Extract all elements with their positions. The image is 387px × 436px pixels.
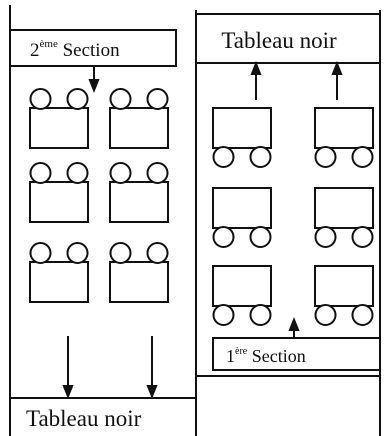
chair	[351, 304, 374, 326]
room-outline	[9, 5, 381, 436]
chair	[314, 226, 337, 248]
board-bottom-frame	[9, 397, 197, 436]
section1-desks	[212, 107, 374, 326]
chair	[212, 304, 235, 326]
desk	[314, 187, 374, 229]
chair	[66, 88, 89, 110]
chair	[29, 242, 52, 264]
section1-suffix: ère	[235, 346, 248, 357]
chair	[66, 162, 89, 184]
desk	[29, 181, 89, 223]
section2-desk-group	[29, 242, 89, 303]
chair	[109, 242, 132, 264]
section2-suffix: ème	[40, 38, 58, 50]
board-bottom: Tableau noir	[9, 397, 197, 436]
desk	[314, 265, 374, 307]
desk	[29, 107, 89, 149]
desk	[212, 107, 272, 149]
section2-desk-group	[109, 162, 169, 223]
chair	[249, 146, 272, 168]
section1-desk-group	[212, 265, 272, 326]
chair	[351, 226, 374, 248]
section1-desk-group	[314, 187, 374, 248]
desk	[29, 261, 89, 303]
section1-desk-group	[212, 107, 272, 168]
board-bottom-label: Tableau noir	[26, 406, 142, 431]
chair	[146, 88, 169, 110]
board-top: Tableau noir	[195, 13, 381, 64]
chair	[212, 146, 235, 168]
section1-label-box: 1ère Section	[212, 337, 381, 371]
desk	[109, 261, 169, 303]
section2-label: 2ème Section	[30, 38, 120, 61]
chair	[249, 304, 272, 326]
chair	[314, 146, 337, 168]
desk	[109, 181, 169, 223]
section2-desk-group	[109, 88, 169, 149]
chair	[66, 242, 89, 264]
section2-desk-group	[109, 242, 169, 303]
desk	[212, 187, 272, 229]
section1-number: 1	[226, 346, 235, 366]
section1-desk-group	[212, 187, 272, 248]
section2-number: 2	[30, 40, 40, 61]
section2-word: Section	[58, 40, 120, 61]
chair	[146, 242, 169, 264]
chair	[249, 226, 272, 248]
section2-desk-group	[29, 88, 89, 149]
chair	[29, 88, 52, 110]
section1-label-frame	[212, 337, 381, 371]
section2-desks	[29, 88, 169, 303]
section1-desk-group	[314, 107, 374, 168]
chair	[146, 162, 169, 184]
chair	[29, 162, 52, 184]
chair	[109, 162, 132, 184]
desk	[212, 265, 272, 307]
chair	[212, 226, 235, 248]
section2-label-frame	[9, 29, 177, 67]
chair	[314, 304, 337, 326]
chair	[109, 88, 132, 110]
section2-desk-group	[29, 162, 89, 223]
board-top-label: Tableau noir	[221, 28, 337, 53]
desk	[109, 107, 169, 149]
section1-word: Section	[247, 346, 306, 366]
section1-label: 1ère Section	[226, 346, 306, 366]
desk	[314, 107, 374, 149]
board-top-frame	[195, 13, 381, 64]
chair	[351, 146, 374, 168]
section2-label-box: 2ème Section	[9, 29, 177, 67]
section1-desk-group	[314, 265, 374, 326]
